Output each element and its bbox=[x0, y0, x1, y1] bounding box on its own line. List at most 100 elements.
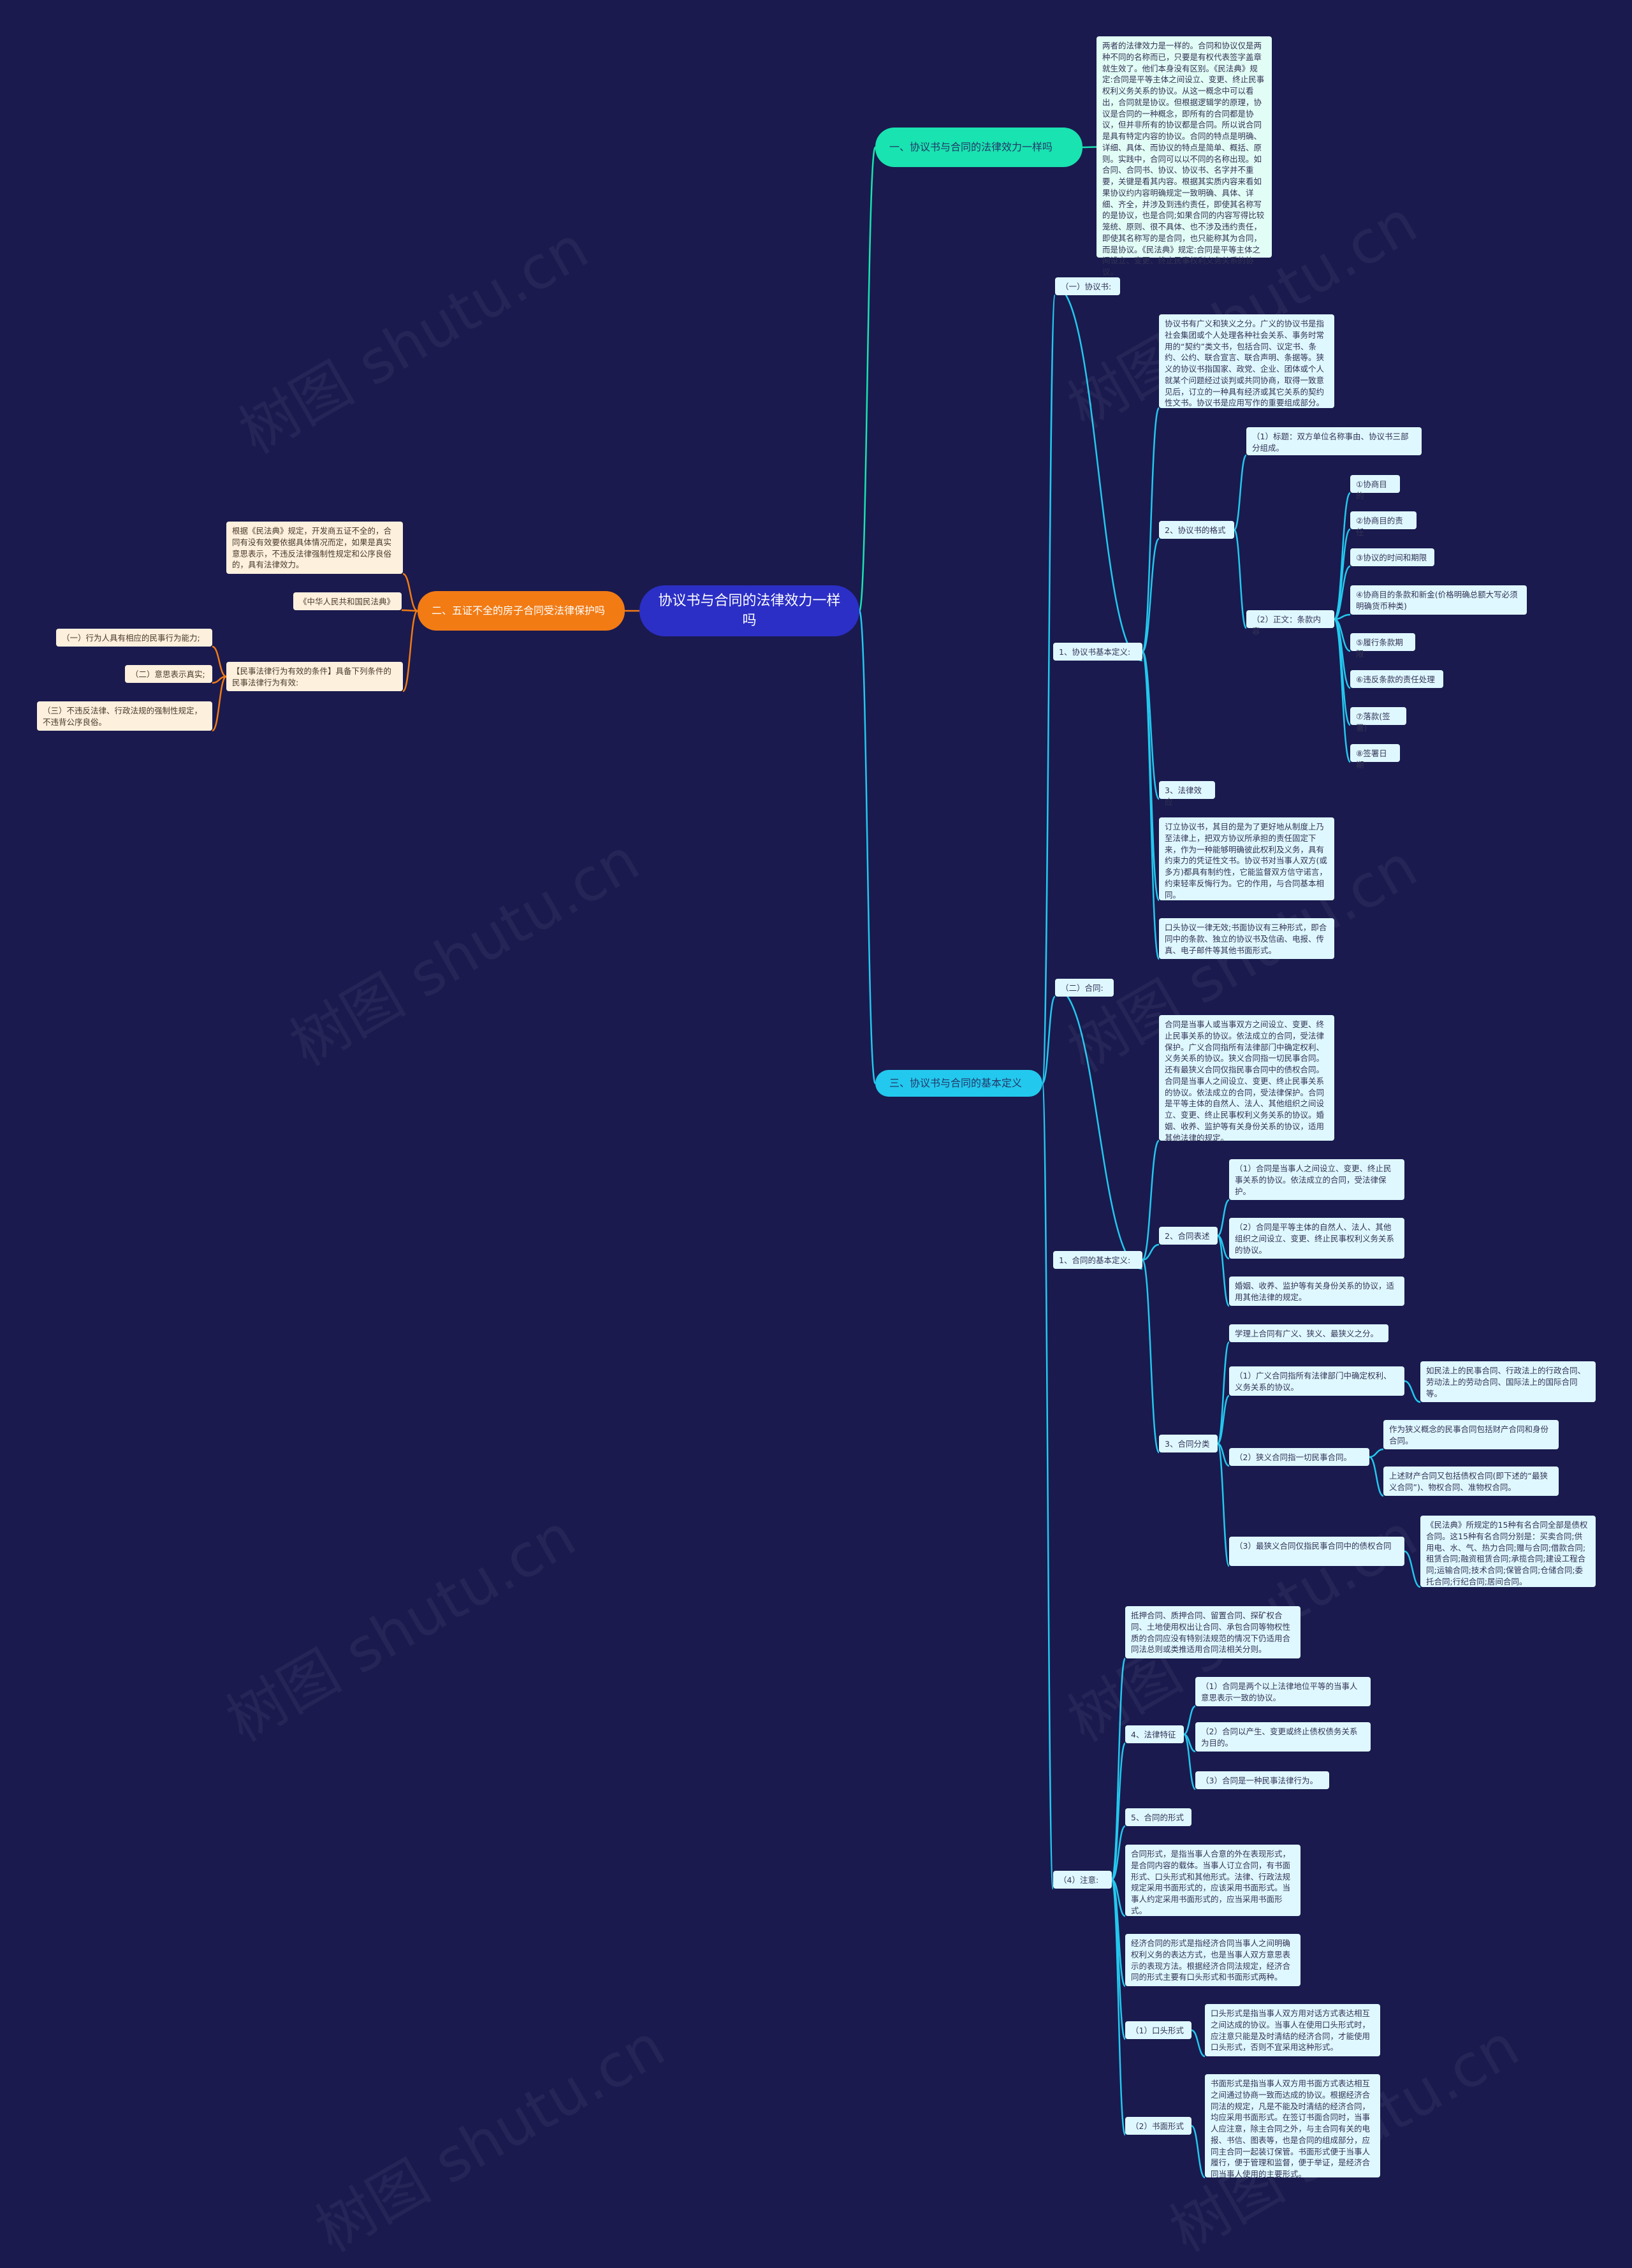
condition-item: （二）意思表示真实; bbox=[125, 665, 212, 683]
classification-narrowest-note: 《民法典》所规定的15种有名合同全部是债权合同。这15种有名合同分别是：买卖合同… bbox=[1420, 1516, 1596, 1587]
legal-feature-item: （3）合同是一种民事法律行为。 bbox=[1195, 1771, 1329, 1789]
connector-line bbox=[858, 146, 877, 612]
branch-2-conditions: 【民事法律行为有效的条件】具备下列条件的民事法律行为有效: bbox=[226, 662, 403, 691]
legal-features-label[interactable]: 4、法律特征 bbox=[1125, 1725, 1184, 1743]
condition-item: （三）不违反法律、行政法规的强制性规定，不违背公序良俗。 bbox=[37, 701, 212, 731]
connector-line bbox=[1334, 565, 1351, 620]
legal-feature-item: （1）合同是两个以上法律地位平等的当事人意思表示一致的协议。 bbox=[1195, 1677, 1371, 1706]
connector-line bbox=[212, 645, 227, 678]
connector-line bbox=[1404, 1380, 1421, 1403]
contract-note-label[interactable]: （4）注意: bbox=[1053, 1871, 1112, 1889]
agreement-effect-text: 订立协议书，其目的是为了更好地从制度上乃至法律上，把双方协议所承担的责任固定下来… bbox=[1159, 817, 1334, 900]
connector-line bbox=[1041, 294, 1056, 1085]
connector-line bbox=[401, 609, 418, 612]
connector-line bbox=[1216, 1394, 1230, 1445]
connector-line bbox=[1333, 492, 1352, 620]
connector-line bbox=[1233, 454, 1248, 531]
branch-2-title[interactable]: 二、五证不全的房子合同受法律保护吗 bbox=[418, 591, 625, 631]
contract-heading[interactable]: （二）合同: bbox=[1055, 979, 1114, 997]
classification-narrow-note: 作为狭义概念的民事合同包括财产合同和身份合同。 bbox=[1383, 1420, 1559, 1449]
contract-form-label[interactable]: 5、合同的形式 bbox=[1125, 1808, 1191, 1826]
connector-line bbox=[402, 610, 419, 692]
format-item: ⑤履行条款期限 bbox=[1350, 633, 1415, 659]
connector-line bbox=[1141, 1139, 1160, 1261]
connector-line bbox=[1111, 1657, 1126, 1881]
agreement-effect-text: 口头协议一律无效;书面协议有三种形式，即合同中的条款、独立的协议书及信函、电报、… bbox=[1159, 918, 1334, 959]
connector-line bbox=[1191, 2029, 1206, 2058]
format-body-label[interactable]: （2）正文：条款内容 bbox=[1246, 610, 1334, 636]
contract-form-text: 经济合同的形式是指经济合同当事人之间明确权利义务的表达方式，也是当事人双方意思表… bbox=[1125, 1934, 1300, 1986]
contract-definition-label[interactable]: 1、合同的基本定义: bbox=[1053, 1251, 1142, 1269]
connector-line bbox=[1141, 407, 1160, 653]
mind-map-canvas: 树图 shutu.cn 树图 shutu.cn 树图 shutu.cn 树图 s… bbox=[37, 36, 1596, 2265]
connector-line bbox=[1216, 1442, 1230, 1567]
connector-line bbox=[1142, 1243, 1160, 1261]
contract-expression-label[interactable]: 2、合同表述 bbox=[1159, 1227, 1218, 1245]
agreement-definition-text: 协议书有广义和狭义之分。广义的协议书是指社会集团或个人处理各种社会关系、事务时常… bbox=[1159, 314, 1334, 408]
oral-form-text: 口头形式是指当事人双方用对话方式表达相互之间达成的协议。当事人在使用口头形式时，… bbox=[1205, 2004, 1380, 2056]
connector-line bbox=[1369, 1448, 1384, 1458]
connector-line bbox=[1369, 1456, 1384, 1497]
connector-line bbox=[1141, 650, 1160, 902]
connector-line bbox=[1333, 528, 1352, 620]
branch-2-law-name: 《中华人民共和国民法典》 bbox=[293, 592, 402, 610]
connector-line bbox=[1082, 146, 1097, 149]
connector-line bbox=[1041, 1082, 1054, 1890]
format-item: ④协商目的条款和新金(价格明确总额大写必须明确货币种类) bbox=[1350, 585, 1527, 615]
connector-line bbox=[1141, 650, 1160, 960]
contract-expression-item: 婚姻、收养、监护等有关身份关系的协议，适用其他法律的规定。 bbox=[1229, 1277, 1404, 1306]
connector-line bbox=[1217, 1199, 1230, 1237]
classification-narrowest[interactable]: （3）最狭义合同仅指民事合同中的债权合同 bbox=[1229, 1537, 1404, 1566]
connector-line bbox=[1141, 1259, 1160, 1454]
agreement-effect-label[interactable]: 3、法律效应 bbox=[1159, 781, 1215, 807]
contract-form-text: 合同形式，是指当事人合意的外在表现形式，是合同内容的载体。当事人订立合同，有书面… bbox=[1125, 1845, 1300, 1916]
agreement-definition-label[interactable]: 1、协议书基本定义: bbox=[1053, 643, 1142, 661]
contract-note-text: 抵押合同、质押合同、留置合同、探矿权合同、土地使用权出让合同、承包合同等物权性质… bbox=[1125, 1606, 1300, 1658]
root-topic[interactable]: 协议书与合同的法律效力一样吗 bbox=[639, 585, 859, 636]
connector-line bbox=[1404, 1550, 1421, 1588]
legal-feature-item: （2）合同以产生、变更或终止债权债务关系为目的。 bbox=[1195, 1722, 1371, 1752]
classification-intro: 学理上合同有广义、狭义、最狭义之分。 bbox=[1229, 1324, 1388, 1342]
connector-line bbox=[1233, 529, 1248, 629]
classification-broad[interactable]: （1）广义合同指所有法律部门中确定权利、义务关系的协议。 bbox=[1229, 1366, 1404, 1396]
agreement-heading[interactable]: （一）协议书: bbox=[1055, 277, 1120, 295]
connector-line bbox=[212, 675, 227, 732]
contract-expression-item: （2）合同是平等主体的自然人、法人、其他组织之间设立、变更、终止民事权利义务关系… bbox=[1229, 1218, 1404, 1259]
format-item: ③协议的时间和期限 bbox=[1350, 548, 1434, 566]
oral-form-label[interactable]: （1）口头形式 bbox=[1125, 2021, 1191, 2039]
connector-line bbox=[1111, 1878, 1126, 2136]
branch-1-title[interactable]: 一、协议书与合同的法律效力一样吗 bbox=[875, 128, 1082, 167]
connector-line bbox=[1333, 618, 1352, 763]
connector-line bbox=[1216, 1341, 1230, 1445]
classification-narrow-note: 上述财产合同又包括债权合同(即下述的“最狭义合同”)、物权合同、准物权合同。 bbox=[1383, 1467, 1559, 1496]
written-form-label[interactable]: （2）书面形式 bbox=[1125, 2117, 1191, 2135]
format-item: ⑦落款(签署) bbox=[1350, 707, 1406, 733]
classification-broad-note: 如民法上的民事合同、行政法上的行政合同、劳动法上的劳动合同、国际法上的国际合同等… bbox=[1420, 1361, 1596, 1402]
branch-3-title[interactable]: 三、协议书与合同的基本定义 bbox=[875, 1070, 1042, 1097]
format-title: （1）标题：双方单位名称事由、协议书三部分组成。 bbox=[1246, 427, 1422, 455]
format-item: ⑥违反条款的责任处理 bbox=[1350, 670, 1443, 688]
connector-line bbox=[1111, 1825, 1126, 1881]
connector-line bbox=[1183, 1733, 1197, 1790]
connector-line bbox=[402, 573, 418, 612]
connector-line bbox=[1054, 986, 1143, 1270]
format-item: ②协商目的责任 bbox=[1350, 511, 1417, 537]
agreement-format-label[interactable]: 2、协议书的格式 bbox=[1159, 521, 1234, 539]
connector-line bbox=[1141, 538, 1160, 653]
branch-1-text: 两者的法律效力是一样的。合同和协议仅是两种不同的名称而已，只要是有权代表签字盖章… bbox=[1096, 36, 1272, 277]
condition-item: （一）行为人具有相应的民事行为能力; bbox=[56, 629, 212, 647]
connector-line bbox=[1191, 2125, 1206, 2179]
format-item: ⑧签署日期 bbox=[1350, 744, 1400, 770]
contract-classification-label[interactable]: 3、合同分类 bbox=[1159, 1435, 1218, 1452]
branch-2-text: 根据《民法典》规定，开发商五证不全的，合同有没有效要依据具体情况而定，如果是真实… bbox=[226, 522, 403, 574]
contract-definition-text: 合同是当事人或当事双方之间设立、变更、终止民事关系的协议。依法成立的合同，受法律… bbox=[1159, 1015, 1334, 1143]
connector-line bbox=[1183, 1705, 1196, 1736]
connector-line bbox=[1054, 285, 1143, 662]
format-item: ①协商目的 bbox=[1350, 475, 1400, 501]
connector-line bbox=[858, 610, 877, 1085]
written-form-text: 书面形式是指当事人双方用书面方式表达相互之间通过协商一致而达成的协议。根据经济合… bbox=[1205, 2074, 1380, 2179]
contract-expression-item: （1）合同是当事人之间设立、变更、终止民事关系的协议。依法成立的合同，受法律保护… bbox=[1229, 1159, 1404, 1200]
connector-lines bbox=[212, 146, 1421, 2179]
classification-narrow[interactable]: （2）狭义合同指一切民事合同。 bbox=[1229, 1448, 1369, 1466]
connector-line bbox=[1041, 995, 1056, 1085]
